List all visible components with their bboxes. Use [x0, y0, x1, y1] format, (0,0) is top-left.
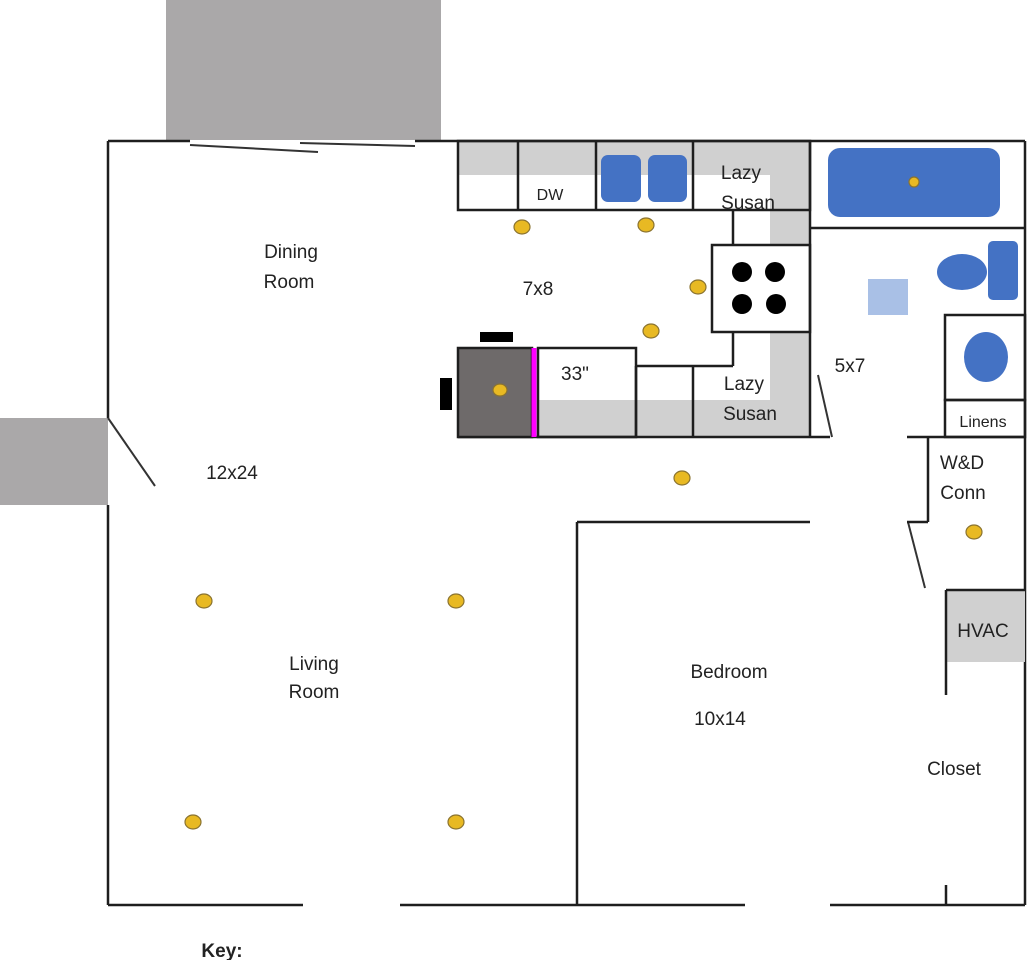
laundry-door: [907, 521, 926, 589]
lazy-susan-label: Lazy: [724, 374, 765, 395]
key-label: Key:: [201, 941, 242, 960]
light-icon: [908, 176, 920, 188]
dining-room-label: Room: [264, 272, 315, 293]
floor-vent: [868, 279, 908, 315]
toilet-bowl: [937, 254, 987, 290]
dining-living-size: 12x24: [206, 463, 258, 484]
linens-label: Linens: [959, 414, 1006, 431]
side-porch: [0, 418, 108, 505]
ceiling-lights: [184, 176, 983, 830]
bathroom: [810, 226, 1027, 439]
sink-basin: [601, 155, 641, 202]
bath-size: 5x7: [835, 356, 866, 377]
light-icon: [447, 593, 465, 609]
stool: [440, 378, 452, 410]
light-icon: [513, 219, 531, 235]
living-room-label: Living: [289, 654, 339, 675]
closet-label: Closet: [927, 759, 982, 780]
light-icon: [689, 279, 707, 295]
dishwasher-label: DW: [537, 187, 565, 204]
sliding-door: [189, 144, 319, 153]
light-icon: [673, 470, 691, 486]
light-icon: [637, 217, 655, 233]
toilet-tank: [988, 241, 1018, 300]
light-icon: [492, 383, 508, 397]
living-room-label: Room: [289, 682, 340, 703]
bath-sink: [964, 332, 1008, 382]
light-icon: [195, 593, 213, 609]
light-icon: [184, 814, 202, 830]
light-icon: [965, 524, 983, 540]
sliding-door: [299, 142, 416, 147]
kitchen-size: 7x8: [523, 279, 554, 300]
stool: [480, 332, 513, 342]
island-width: 33": [561, 364, 589, 385]
light-icon: [447, 814, 465, 830]
hvac-unit: [946, 590, 1025, 662]
dining-room-label: Dining: [264, 242, 318, 263]
laundry-label: Conn: [940, 483, 985, 504]
side-door: [107, 417, 156, 487]
stove-burners: [732, 262, 786, 314]
sink-basin: [648, 155, 687, 202]
lazy-susan-label: Lazy: [721, 163, 762, 184]
bedroom-label: Bedroom: [690, 662, 767, 683]
lazy-susan-label: Susan: [723, 404, 777, 425]
doors: [107, 142, 926, 589]
bath-door: [817, 374, 833, 438]
light-icon: [642, 323, 660, 339]
interior-walls: [575, 437, 1025, 905]
laundry-label: W&D: [940, 453, 984, 474]
bedroom-size: 10x14: [694, 709, 746, 730]
lazy-susan-label: Susan: [721, 193, 775, 214]
top-patio: [166, 0, 441, 140]
hvac-label: HVAC: [957, 621, 1008, 642]
exterior-walls: [106, 139, 1027, 907]
